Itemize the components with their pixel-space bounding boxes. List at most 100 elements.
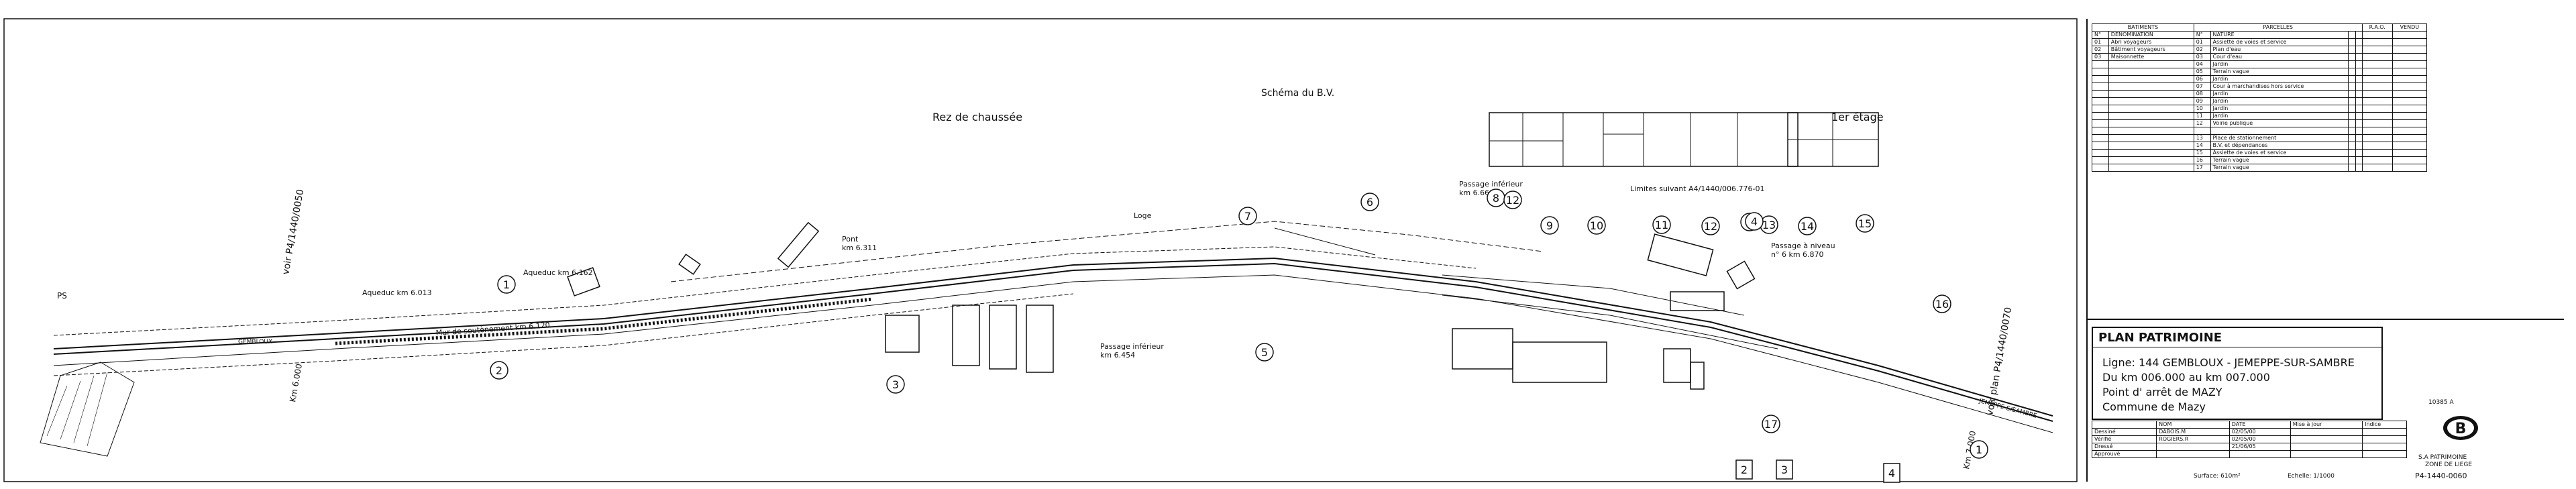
- circle-marker: 10: [1587, 216, 1606, 235]
- loge-label: Loge: [1134, 211, 1152, 220]
- circle-marker: 1: [1970, 440, 1988, 459]
- drawing-frame: [3, 18, 2078, 482]
- ref-code: 10385 A: [2428, 399, 2454, 406]
- bv-schema: Schéma du B.V. Rez de chaussée 1er étage: [932, 88, 1884, 167]
- hdr-denom: DENOMINATION: [2108, 31, 2194, 39]
- hdr-no-parc: N°: [2193, 31, 2211, 39]
- svg-text:13: 13: [1762, 219, 1776, 231]
- circle-marker: 15: [1856, 214, 1874, 233]
- hdr-nature: NATURE: [2210, 31, 2349, 39]
- box-marker: 4: [1883, 463, 1900, 483]
- circle-marker: 17: [1762, 415, 1780, 433]
- svg-text:9: 9: [1546, 219, 1553, 232]
- pont-km: km 6.311: [842, 243, 877, 252]
- circle-marker: 2: [490, 361, 508, 380]
- plan-number: P4-1440-0060: [2415, 472, 2467, 480]
- title-block: PLAN PATRIMOINE Ligne: 144 GEMBLOUX - JE…: [2086, 319, 2564, 483]
- svg-text:1: 1: [1976, 443, 1982, 456]
- passage-inf-2: Passage inférieur: [1459, 180, 1523, 188]
- passage-inf-1: Passage inférieur: [1100, 342, 1164, 351]
- hdr-mise: Mise à jour: [2290, 421, 2363, 429]
- km-start-label: Km 6.000: [288, 363, 304, 402]
- svg-text:3: 3: [892, 378, 899, 391]
- revision-row: Approuvé: [2091, 450, 2407, 458]
- parcel-table: BATIMENTS PARCELLES R.A.O. VENDU N° DENO…: [2092, 23, 2428, 172]
- etage-label: 1er étage: [1831, 111, 1884, 123]
- svg-text:B: B: [2455, 421, 2467, 437]
- circle-marker: 11: [1652, 215, 1671, 234]
- circle-marker: 14: [1798, 217, 1817, 235]
- svg-text:14: 14: [1801, 220, 1814, 233]
- rez-label: Rez de chaussée: [932, 111, 1022, 123]
- svg-text:7: 7: [1244, 210, 1251, 223]
- track-plan-drawing: Schéma du B.V. Rez de chaussée 1er étage…: [3, 18, 2078, 483]
- hdr-parcelles: PARCELLES: [2193, 23, 2363, 32]
- voir-left-label: voir P4/1440/0050: [280, 188, 306, 276]
- circle-marker: 6: [1360, 193, 1379, 211]
- title-box: PLAN PATRIMOINE Ligne: 144 GEMBLOUX - JE…: [2092, 327, 2383, 420]
- svg-text:2: 2: [1741, 464, 1748, 476]
- buildings: [567, 221, 1756, 390]
- circle-marker: 16: [1933, 294, 1951, 313]
- box-marker: 3: [1776, 459, 1793, 480]
- passage-niveau: Passage à niveau: [1771, 241, 1835, 250]
- circle-marker: 7: [1238, 207, 1257, 225]
- commune-text: Commune de Mazy: [2102, 400, 2206, 413]
- svg-text:6: 6: [1366, 196, 1373, 209]
- passage-niveau-km: n° 6 km 6.870: [1771, 250, 1824, 259]
- circle-marker: 12: [1701, 217, 1720, 235]
- schema-title: Schéma du B.V.: [1261, 88, 1334, 99]
- hdr-nom: NOM: [2156, 421, 2230, 429]
- hdr-date: DATE: [2229, 421, 2291, 429]
- svg-text:1: 1: [503, 278, 510, 291]
- range-text: Du km 006.000 au km 007.000: [2102, 371, 2270, 384]
- boxed-markers: 2 3 4: [1735, 459, 1900, 483]
- plot-hatched: [40, 362, 135, 457]
- svg-text:10: 10: [1590, 219, 1603, 232]
- circle-marker: 9: [1540, 216, 1559, 235]
- svg-text:3: 3: [1781, 464, 1788, 476]
- svg-text:4: 4: [1888, 467, 1895, 480]
- svg-text:2: 2: [496, 364, 502, 377]
- circle-marker: 12: [1503, 191, 1522, 209]
- table-panel: [2086, 19, 2565, 482]
- aqueduc-2: Aqueduc km 6.162: [523, 268, 593, 277]
- svg-text:12: 12: [1704, 220, 1717, 233]
- line-text: Ligne: 144 GEMBLOUX - JEMEPPE-SUR-SAMBRE: [2102, 356, 2355, 369]
- ps-label: PS: [57, 291, 67, 301]
- passage-inf-2-km: km 6.669: [1459, 188, 1494, 197]
- surface-text: Surface: 610m²: [2194, 473, 2241, 480]
- limites-label: Limites suivant A4/1440/006.776-01: [1630, 184, 1764, 193]
- svg-text:15: 15: [1858, 217, 1872, 230]
- circle-marker: 8: [1487, 188, 1505, 207]
- hdr-indice: Indice: [2362, 421, 2407, 429]
- svg-text:4: 4: [1751, 215, 1758, 228]
- org-2: ZONE DE LIEGE: [2425, 461, 2473, 468]
- hdr-batiments: BATIMENTS: [2092, 23, 2194, 32]
- aqueduc-1: Aqueduc km 6.013: [362, 288, 432, 297]
- point-text: Point d' arrêt de MAZY: [2102, 386, 2222, 398]
- passage-inf-1-km: km 6.454: [1100, 351, 1135, 360]
- circle-marker: 4: [1745, 212, 1764, 231]
- svg-text:17: 17: [1764, 418, 1778, 431]
- circled-markers: 12345678910111213141516171214: [490, 188, 1988, 459]
- circle-marker: 5: [1255, 343, 1274, 362]
